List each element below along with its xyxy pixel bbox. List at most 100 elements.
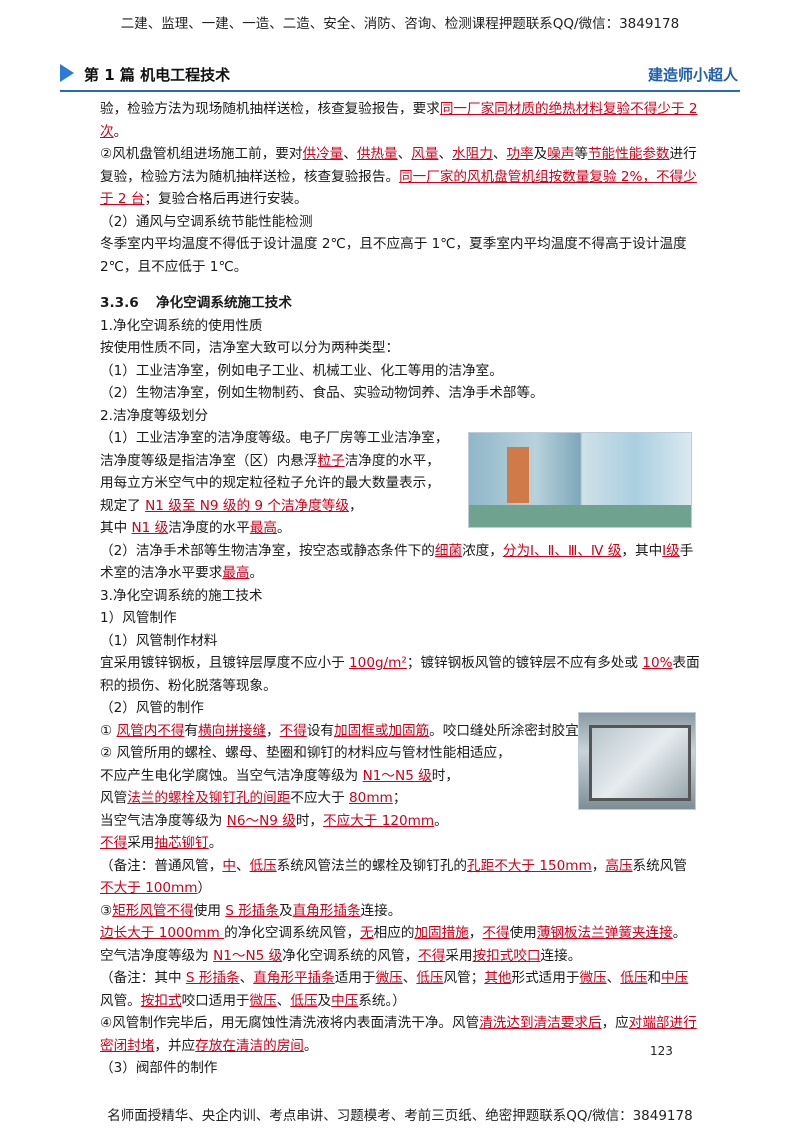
- text: ；复验合格后再进行安装。: [144, 191, 308, 207]
- text: 进行复验，检验方法为随机抽样送检，核查复验报告。: [100, 146, 697, 185]
- highlight: 清洗达到清洁要求后: [479, 1015, 602, 1031]
- text: ，应: [601, 1015, 629, 1031]
- text: 形式适用于: [511, 970, 580, 986]
- highlight: 低压: [249, 857, 277, 874]
- paragraph: 用每立方米空气中的规定粒径粒子允许的最大数量表示，: [100, 475, 440, 491]
- highlight: 存放在清洁的房间: [195, 1037, 304, 1054]
- highlight: 同一厂家的风机盘管机组按数量复验 2%，不得少于 2 台: [100, 168, 697, 208]
- highlight: 微压: [579, 970, 607, 986]
- page-number: 123: [650, 1044, 673, 1058]
- text: 设有: [306, 722, 335, 739]
- text: 系统风管法兰的螺栓及铆钉孔的: [276, 857, 468, 874]
- text: 、: [606, 970, 621, 986]
- paragraph: 洁净度等级是指洁净室（区）内悬浮粒子洁净度的水平，: [100, 450, 700, 473]
- text: ①: [100, 722, 117, 739]
- brand-label: 建造师小超人: [647, 66, 738, 84]
- highlight: 横向拼接缝: [198, 722, 267, 739]
- paragraph: ②风机盘管机组进场施工前，要对供冷量、供热量、风量、水阻力、功率及噪声等节能性能…: [100, 143, 700, 211]
- paragraph: 规定了 N1 级至 N9 级的 9 个洁净度等级，: [100, 495, 700, 518]
- top-banner: 二建、监理、一建、一造、二造、安全、消防、咨询、检测课程押题联系QQ/微信：38…: [120, 16, 680, 32]
- text: 适用于: [334, 970, 376, 986]
- heading-title: 净化空调系统施工技术: [156, 295, 292, 311]
- text: ；镀锌钢板风管的镀锌层不应有多处或: [406, 655, 643, 671]
- paragraph: 当空气洁净度等级为 N6～N9 级时，不应大于 120mm。: [100, 810, 700, 833]
- highlight: 低压: [290, 992, 318, 1009]
- paragraph: 冬季室内平均温度不得低于设计温度 2℃，且不应高于 1℃，夏季室内平均温度不得高…: [100, 236, 687, 275]
- text: 的净化空调系统风管，: [224, 925, 361, 941]
- text: 、: [239, 970, 254, 986]
- highlight: 80mm: [349, 790, 393, 806]
- highlight: N1 级: [131, 520, 169, 536]
- highlight: 低压: [620, 970, 648, 986]
- duct-shape: [589, 725, 691, 801]
- paragraph: （1）风管制作材料: [100, 632, 218, 649]
- document-body: 验，检验方法为现场随机抽样送检，核查复验报告，要求同一厂家同材质的绝热材料复验不…: [100, 98, 700, 1080]
- text: 、: [343, 146, 357, 162]
- highlight: 不得: [482, 925, 510, 941]
- text: 采用: [127, 835, 155, 851]
- section-header: 第 1 篇 机电工程技术 建造师小超人: [60, 58, 740, 92]
- text: 系统风管: [632, 857, 687, 874]
- paragraph: （2）洁净手术部等生物洁净室，按空态或静态条件下的细菌浓度，分为Ⅰ、Ⅱ、Ⅲ、Ⅳ …: [100, 540, 700, 585]
- duct-photo: [578, 712, 696, 810]
- text: 验，检验方法为现场随机抽样送检，核查复验报告，要求: [100, 101, 440, 117]
- highlight: 风量: [411, 146, 439, 162]
- text: 。: [249, 565, 264, 581]
- text: 系统。）: [358, 992, 406, 1009]
- text: 风管；: [443, 970, 485, 986]
- highlight: 细菌: [434, 542, 463, 559]
- text: 洁净度等级是指洁净室（区）内悬浮: [100, 452, 318, 469]
- highlight: 高压: [605, 857, 633, 874]
- door-shape: [507, 447, 529, 503]
- text: 相应的: [373, 925, 415, 941]
- cleanroom-photo: [468, 432, 692, 528]
- text: ，: [468, 925, 483, 941]
- text: 、: [276, 992, 291, 1009]
- highlight: 低压: [416, 970, 444, 986]
- text: 使用: [193, 902, 226, 919]
- highlight: 供冷量: [302, 146, 344, 162]
- text: 。: [672, 925, 687, 941]
- text: 不应产生电化学腐蚀。当空气洁净度等级为: [100, 767, 363, 784]
- text: 。: [208, 835, 223, 851]
- paragraph: 空气洁净度等级为 N1～N5 级净化空调系统的风管，不得采用按扣式咬口连接。: [100, 945, 700, 968]
- paragraph: （备注：普通风管，中、低压系统风管法兰的螺栓及铆钉孔的孔距不大于 150mm，高…: [100, 855, 700, 900]
- text: ，: [591, 857, 606, 874]
- paragraph: 2.洁净度等级划分: [100, 407, 209, 424]
- paragraph: 宜采用镀锌钢板，且镀锌层厚度不应小于 100g/m²；镀锌钢板风管的镀锌层不应有…: [100, 652, 700, 697]
- highlight: 加固措施: [414, 925, 469, 941]
- highlight: 无: [360, 925, 374, 941]
- text: 及: [317, 992, 332, 1009]
- text: 连接。: [360, 902, 402, 919]
- text: ，: [348, 497, 363, 514]
- paragraph: 风管法兰的螺栓及铆钉孔的间距不应大于 80mm；: [100, 787, 700, 810]
- highlight: N1～N5 级: [213, 947, 283, 964]
- heading-number: 3.3.6: [100, 295, 139, 311]
- text: （备注：普通风管，: [100, 857, 223, 874]
- highlight: 孔距不大于 150mm: [467, 857, 592, 874]
- text: 及: [279, 902, 293, 919]
- text: 。: [113, 123, 128, 140]
- highlight: N1 级至 N9 级的 9 个洁净度等级: [145, 497, 349, 514]
- text: 规定了: [100, 497, 146, 514]
- floor-shape: [469, 505, 691, 527]
- text: 浓度，: [462, 542, 503, 559]
- highlight: 100g/m²: [349, 655, 407, 671]
- highlight: N6～N9 级: [226, 812, 296, 829]
- paragraph: （3）阀部件的制作: [100, 1060, 218, 1076]
- text: 手术室的洁净水平要求: [100, 542, 694, 582]
- text: 、: [397, 146, 412, 162]
- text: 风管。: [100, 992, 141, 1009]
- text: 宜采用镀锌钢板，且镀锌层厚度不应小于: [100, 655, 350, 671]
- paragraph: （1）工业洁净室的洁净度等级。电子厂房等工业洁净室，: [100, 430, 449, 446]
- text: 。: [303, 1037, 318, 1054]
- text: 有: [184, 722, 199, 739]
- highlight: 按扣式咬口: [472, 947, 541, 964]
- text: 、: [492, 146, 507, 162]
- text: 当空气洁净度等级为: [100, 812, 227, 829]
- paragraph: （2）生物洁净室，例如生物制药、食品、实验动物饲养、洁净手术部等。: [100, 385, 544, 401]
- text: 不应大于: [290, 790, 350, 806]
- highlight: 微压: [375, 970, 403, 986]
- paragraph: 3.净化空调系统的施工技术: [100, 587, 263, 604]
- highlight: 供热量: [356, 146, 398, 162]
